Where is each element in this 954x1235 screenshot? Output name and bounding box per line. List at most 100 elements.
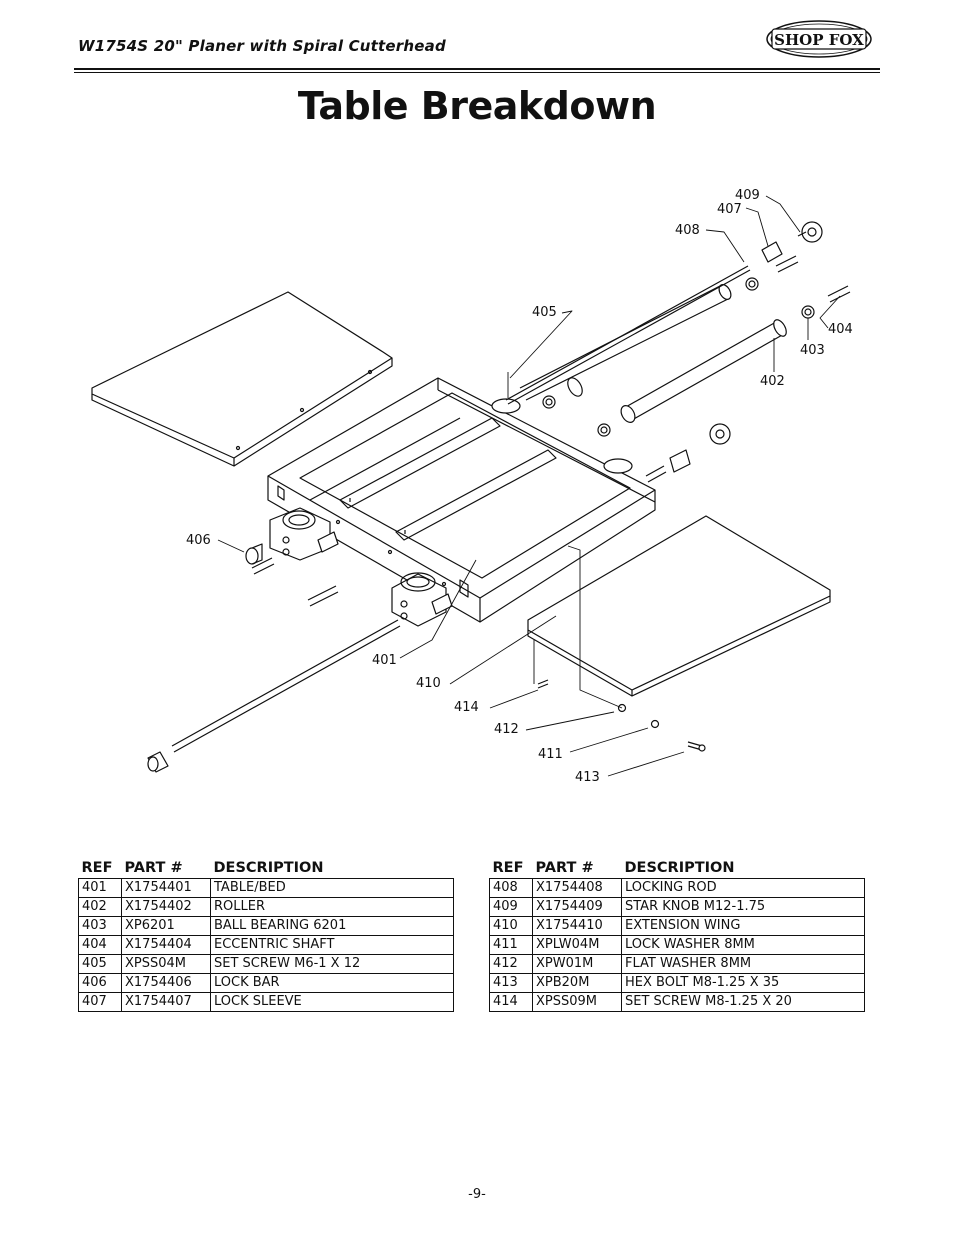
set-screw-414 (537, 679, 549, 689)
cell-part: X1754409 (532, 897, 622, 917)
lock-washer (650, 719, 660, 729)
callout-405: 405 (532, 305, 557, 320)
cell-ref: 405 (78, 954, 122, 974)
logo-text: SHOP FOX (774, 31, 864, 49)
cell-part: X1754406 (121, 973, 211, 993)
cell-ref: 402 (78, 897, 122, 917)
column-header-ref: REF (81, 859, 113, 876)
cell-part: X1754407 (121, 992, 211, 1012)
cell-description: FLAT WASHER 8MM (621, 954, 865, 974)
callout-407: 407 (717, 202, 742, 217)
diagram-callouts: 409 407 408 405 404 403 402 406 401 410 … (186, 188, 853, 785)
cell-description: SET SCREW M8-1.25 X 20 (621, 992, 865, 1012)
callout-402: 402 (760, 374, 785, 389)
header-rule-thin (74, 72, 880, 73)
cell-part: XPLW04M (532, 935, 622, 955)
cell-part: XPB20M (532, 973, 622, 993)
callout-412: 412 (494, 722, 519, 737)
page-title: Table Breakdown (297, 84, 657, 128)
column-header-ref: REF (492, 859, 524, 876)
table-header-row: REF PART # DESCRIPTION (79, 858, 454, 879)
locking-rod (505, 265, 751, 405)
cell-ref: 406 (78, 973, 122, 993)
lock-bar-end (147, 751, 169, 773)
lock-bar-long (171, 619, 401, 753)
header-title: W1754S 20" Planer with Spiral Cutterhead (78, 37, 446, 55)
cell-part: XPSS04M (121, 954, 211, 974)
cell-part: XPSS09M (532, 992, 622, 1012)
cell-part: X1754410 (532, 916, 622, 936)
callout-408: 408 (675, 223, 700, 238)
column-header-part: PART # (535, 859, 594, 876)
cell-ref: 414 (489, 992, 533, 1012)
callout-413: 413 (575, 770, 600, 785)
cell-part: X1754401 (121, 878, 211, 898)
column-header-part: PART # (124, 859, 183, 876)
shop-fox-logo: SHOP FOX (766, 20, 872, 58)
table-bracket-left (269, 507, 339, 561)
cell-description: LOCKING ROD (621, 878, 865, 898)
callout-401: 401 (372, 653, 397, 668)
callout-411: 411 (538, 747, 563, 762)
cell-part: X1754404 (121, 935, 211, 955)
cell-ref: 403 (78, 916, 122, 936)
cell-description: SET SCREW M6-1 X 12 (210, 954, 454, 974)
cell-description: BALL BEARING 6201 (210, 916, 454, 936)
cell-description: STAR KNOB M12-1.75 (621, 897, 865, 917)
column-header-description: DESCRIPTION (213, 859, 324, 876)
page-number: -9- (468, 1187, 486, 1202)
cell-part: XP6201 (121, 916, 211, 936)
cell-ref: 412 (489, 954, 533, 974)
cell-description: EXTENSION WING (621, 916, 865, 936)
callout-414: 414 (454, 700, 479, 715)
cell-ref: 413 (489, 973, 533, 993)
cell-description: LOCK BAR (210, 973, 454, 993)
table-bracket-right (391, 572, 453, 627)
cell-ref: 408 (489, 878, 533, 898)
column-header-description: DESCRIPTION (624, 859, 735, 876)
callout-403: 403 (800, 343, 825, 358)
callout-404: 404 (828, 322, 853, 337)
cell-part: X1754402 (121, 897, 211, 917)
cell-description: TABLE/BED (210, 878, 454, 898)
cell-ref: 410 (489, 916, 533, 936)
right-extension-wing (527, 515, 831, 697)
cell-description: HEX BOLT M8-1.25 X 35 (621, 973, 865, 993)
cell-part: XPW01M (532, 954, 622, 974)
cell-description: ROLLER (210, 897, 454, 917)
callout-406: 406 (186, 533, 211, 548)
callout-409: 409 (735, 188, 760, 203)
table-header-row: REF PART # DESCRIPTION (490, 858, 865, 879)
cell-part: X1754408 (532, 878, 622, 898)
cell-ref: 404 (78, 935, 122, 955)
lock-sleeve-and-knob (645, 221, 851, 483)
cell-description: LOCK WASHER 8MM (621, 935, 865, 955)
header-rule (74, 68, 880, 70)
cell-ref: 401 (78, 878, 122, 898)
roller-lower (597, 305, 815, 437)
cell-description: ECCENTRIC SHAFT (210, 935, 454, 955)
left-extension-wing (91, 291, 393, 467)
cell-description: LOCK SLEEVE (210, 992, 454, 1012)
cell-ref: 409 (489, 897, 533, 917)
callout-410: 410 (416, 676, 441, 691)
exploded-parts-diagram: 409 407 408 405 404 403 402 406 401 410 … (91, 188, 853, 785)
lock-bar-left (245, 543, 339, 607)
cell-ref: 407 (78, 992, 122, 1012)
cell-ref: 411 (489, 935, 533, 955)
